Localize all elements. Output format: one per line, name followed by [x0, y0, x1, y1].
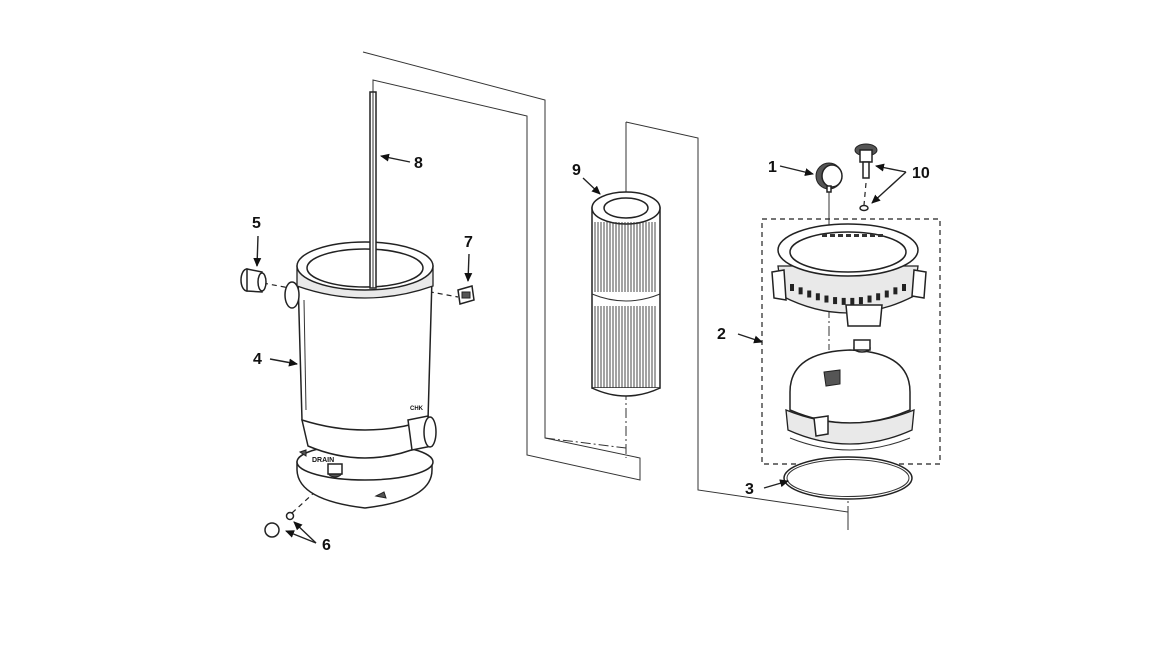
svg-text:DRAIN: DRAIN — [312, 457, 334, 464]
callout-2: 2 — [717, 326, 726, 343]
callout-4: 4 — [253, 351, 262, 368]
pressure-gauge — [815, 162, 843, 193]
tank-o-ring-inner — [786, 459, 910, 497]
lock-ring-teeth — [790, 234, 906, 305]
tank-o-ring — [783, 456, 913, 500]
cartridge-pleats — [594, 222, 656, 388]
drain-plug — [264, 511, 295, 538]
callout-labels: 1 2 3 4 5 6 7 8 9 10 — [252, 155, 930, 554]
callout-5: 5 — [252, 215, 261, 232]
callout-10: 10 — [912, 165, 930, 182]
callout-9: 9 — [572, 162, 581, 179]
callout-3: 3 — [745, 481, 754, 498]
air-relief-tube — [369, 91, 377, 289]
cartridge-element — [591, 191, 661, 397]
retaining-clip — [457, 285, 475, 305]
inlet-fitting — [240, 268, 267, 293]
callout-8: 8 — [414, 155, 423, 172]
filter-tank-body: DRAIN CHK — [284, 241, 437, 509]
callout-7: 7 — [464, 234, 473, 251]
air-relief-valve — [854, 143, 878, 212]
callout-6: 6 — [322, 537, 331, 554]
callout-1: 1 — [768, 159, 777, 176]
svg-text:CHK: CHK — [410, 406, 424, 412]
lock-ring — [771, 223, 927, 327]
tank-lid — [785, 339, 915, 451]
callout-leaders — [253, 153, 907, 544]
